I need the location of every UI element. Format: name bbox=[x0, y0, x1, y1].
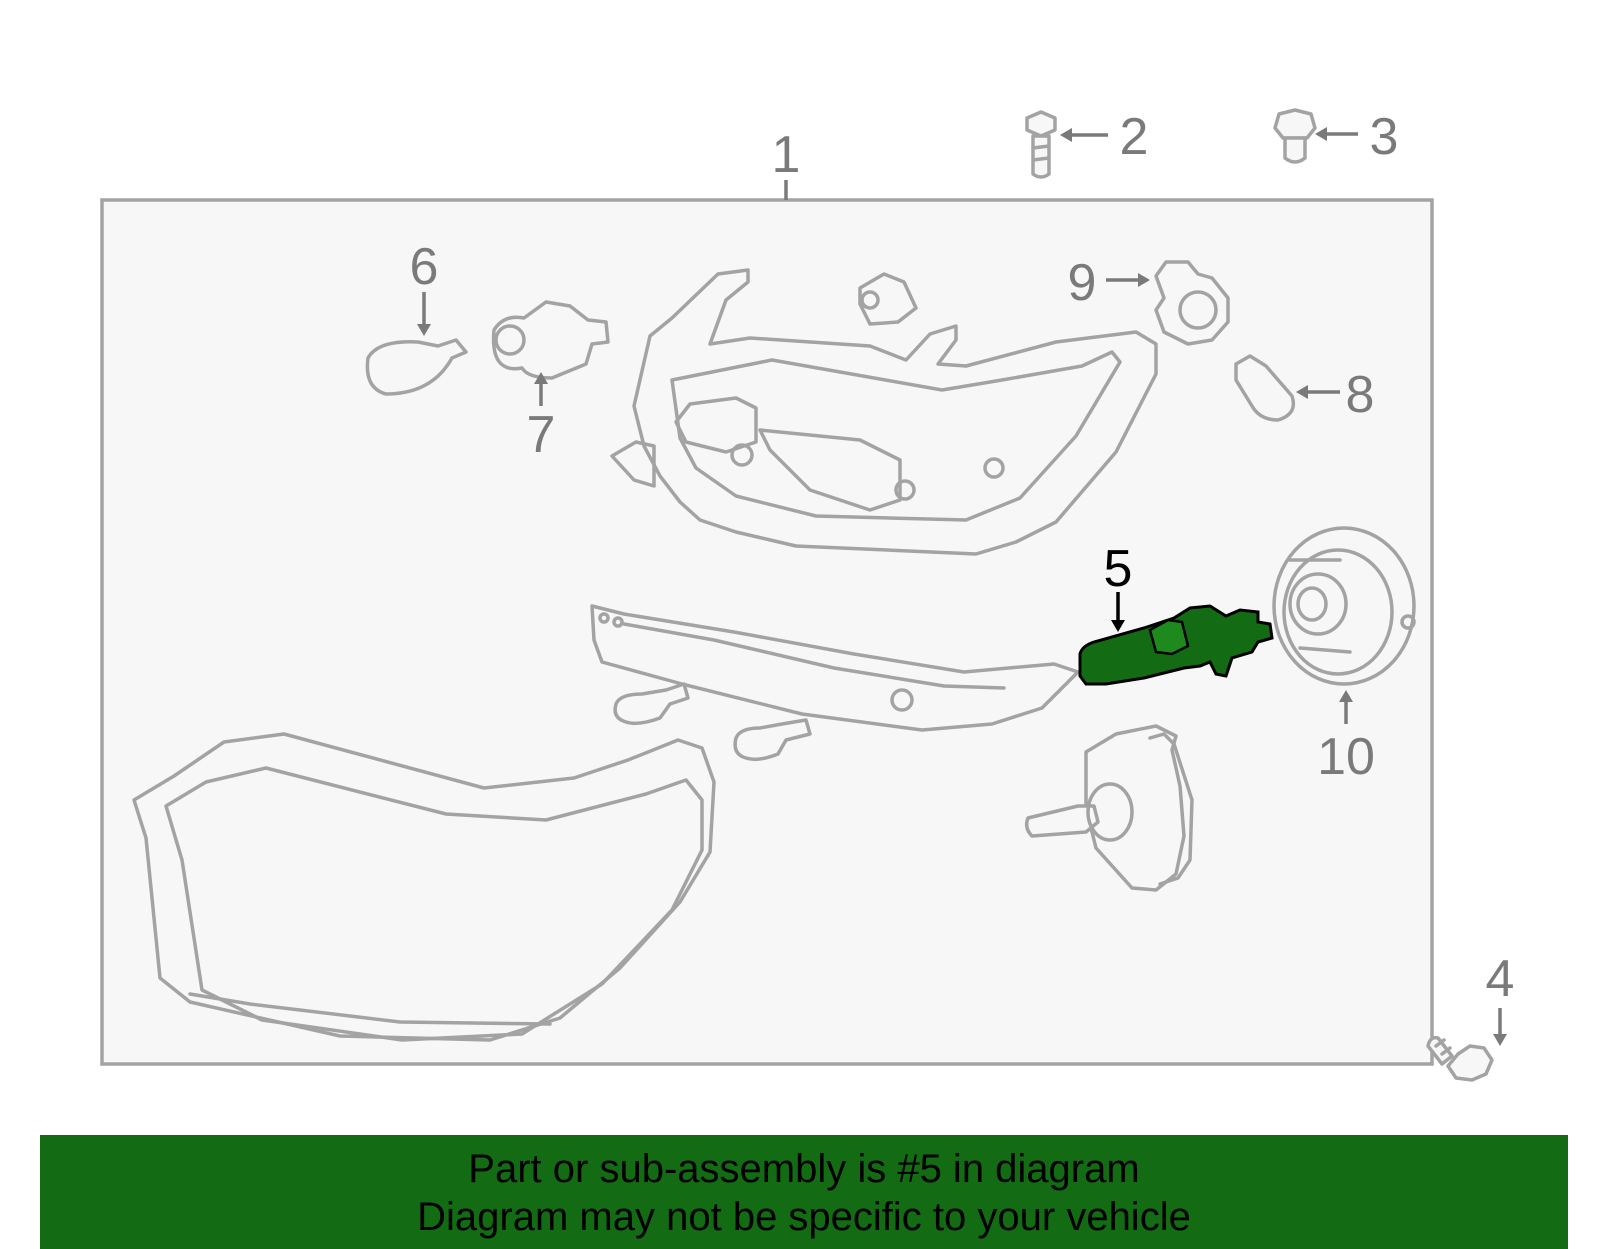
rubber-cap bbox=[858, 272, 918, 326]
small-bulb-a bbox=[613, 682, 690, 726]
part-9-socket[interactable] bbox=[1154, 260, 1230, 346]
part-6-bulb[interactable] bbox=[365, 338, 468, 396]
small-bulb-b bbox=[733, 718, 812, 762]
callout-2: 2 bbox=[1120, 108, 1149, 166]
callout-8: 8 bbox=[1346, 366, 1375, 424]
drl-strip bbox=[590, 604, 1080, 732]
part-7-socket[interactable] bbox=[491, 300, 610, 380]
part-5-headlamp-bulb[interactable] bbox=[1078, 604, 1274, 686]
part-3-nut[interactable] bbox=[1273, 108, 1317, 164]
callout-4: 4 bbox=[1486, 950, 1515, 1008]
headlamp-lens bbox=[132, 732, 716, 1042]
banner-line-part: Part or sub-assembly is #5 in diagram bbox=[468, 1147, 1140, 1191]
callout-3: 3 bbox=[1370, 108, 1399, 166]
info-banner: Part or sub-assembly is #5 in diagram Di… bbox=[40, 1135, 1568, 1249]
callout-1: 1 bbox=[772, 126, 801, 184]
callout-9: 9 bbox=[1068, 254, 1097, 312]
headlamp-housing bbox=[610, 268, 1158, 556]
part-8-bulb[interactable] bbox=[1234, 354, 1296, 422]
part-4-bolt[interactable] bbox=[1426, 1035, 1494, 1082]
callout-5: 5 bbox=[1104, 540, 1133, 598]
callout-6: 6 bbox=[410, 238, 439, 296]
callout-7: 7 bbox=[527, 406, 556, 464]
part-10-dust-cap[interactable] bbox=[1272, 526, 1416, 686]
banner-line-disclaimer: Diagram may not be specific to your vehi… bbox=[417, 1195, 1191, 1239]
part-2-bolt[interactable] bbox=[1025, 110, 1057, 179]
bulb-assembly bbox=[1024, 724, 1194, 892]
callout-10: 10 bbox=[1317, 728, 1375, 786]
